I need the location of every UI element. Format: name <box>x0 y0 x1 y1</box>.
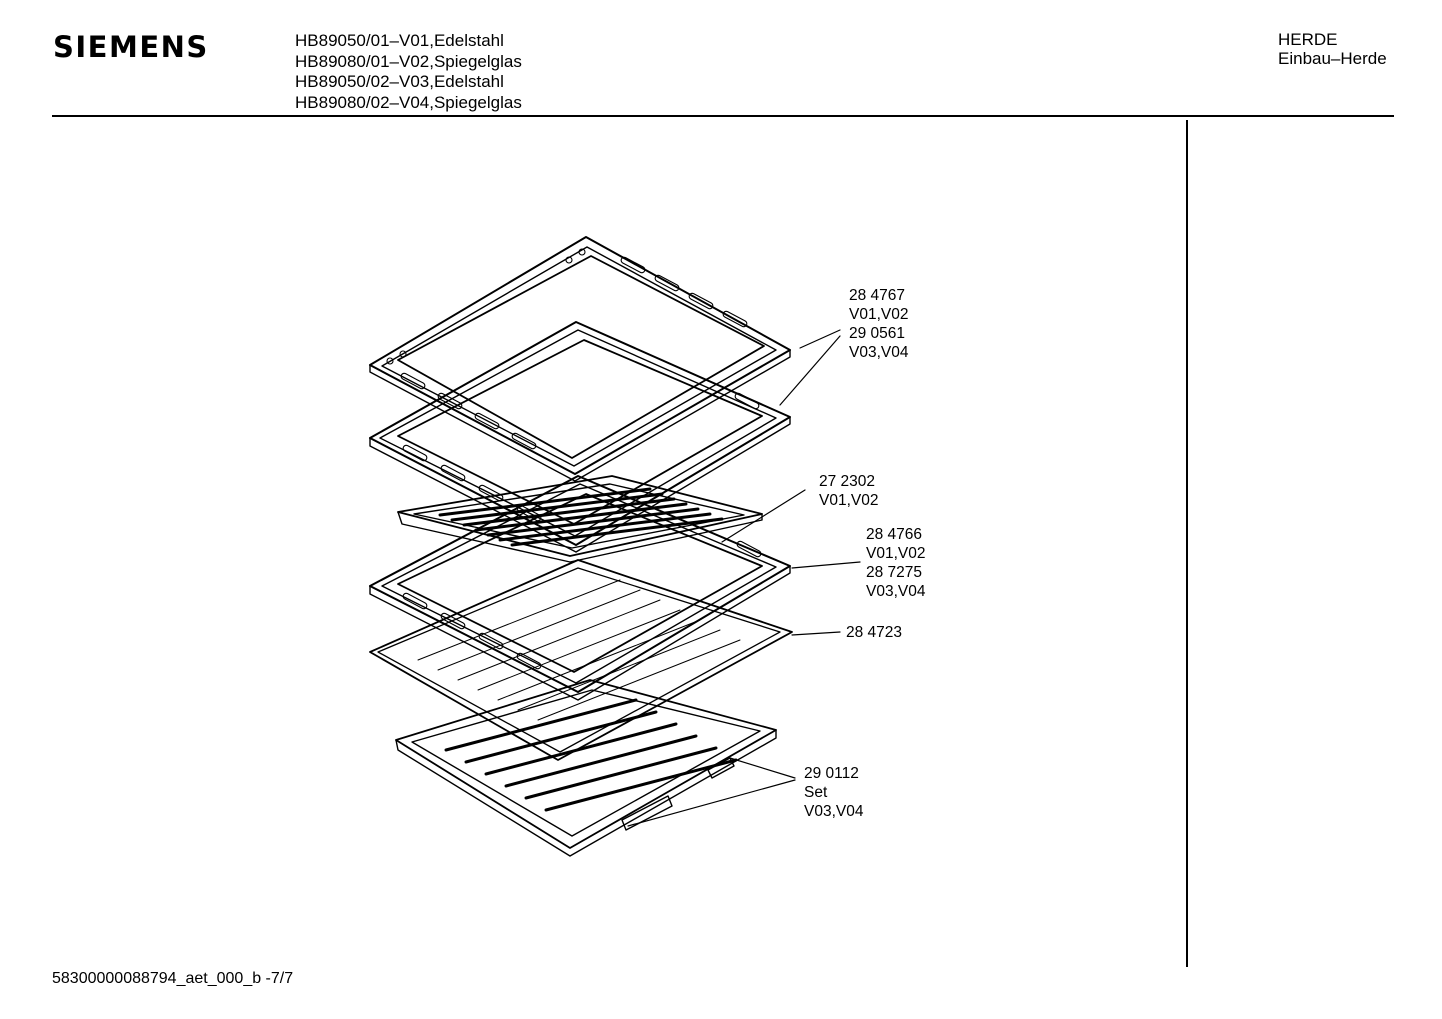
variant-list: V03,V04 <box>804 803 864 820</box>
part-number: 27 2302 <box>819 473 876 490</box>
part-number: 28 4767 <box>849 287 906 304</box>
brand-logo: SIEMENS <box>53 30 209 64</box>
callout-rail-set: 29 0112 Set V03,V04 <box>804 764 863 821</box>
wire-shelf <box>369 559 793 761</box>
variant-list: V03,V04 <box>866 583 926 600</box>
callout-wire-shelf: 28 4723 <box>846 623 902 642</box>
category-subtitle: Einbau–Herde <box>1278 49 1387 68</box>
category-title: HERDE <box>1278 30 1338 49</box>
part-number: 29 0561 <box>849 325 906 342</box>
tray-frame <box>369 321 791 553</box>
variant-list: V01,V02 <box>849 306 909 323</box>
document-id: 58300000088794_aet_000_b -7/7 <box>52 970 294 987</box>
model-line: HB89080/02–V04,Spiegelglas <box>295 92 522 112</box>
part-number: 28 7275 <box>866 564 923 581</box>
model-list: HB89050/01–V01,Edelstahl HB89080/01–V02,… <box>295 31 522 113</box>
baking-tray-top <box>369 236 791 482</box>
category-block: HERDE Einbau–Herde <box>1278 30 1387 68</box>
part-number: 28 4766 <box>866 526 923 543</box>
model-line: HB89050/02–V03,Edelstahl <box>295 72 504 91</box>
variant-list: V01,V02 <box>866 545 926 562</box>
rail-set <box>395 679 777 857</box>
callout-grill-rack: 27 2302 V01,V02 <box>819 472 878 510</box>
variant-list: V01,V02 <box>819 492 879 509</box>
baking-tray-middle <box>369 475 791 701</box>
column-divider <box>1186 120 1188 967</box>
model-line: HB89080/01–V02,Spiegelglas <box>295 51 522 71</box>
callout-tray-top: 28 4767 V01,V02 29 0561 V03,V04 <box>849 286 908 362</box>
header-divider <box>52 115 1394 117</box>
part-number: 28 4723 <box>846 624 903 641</box>
model-line: HB89050/01–V01,Edelstahl <box>295 31 504 50</box>
variant-list: V03,V04 <box>849 344 909 361</box>
set-label: Set <box>804 784 828 801</box>
callout-tray-middle: 28 4766 V01,V02 28 7275 V03,V04 <box>866 525 925 601</box>
leader-lines <box>627 329 861 827</box>
part-number: 29 0112 <box>804 765 859 782</box>
